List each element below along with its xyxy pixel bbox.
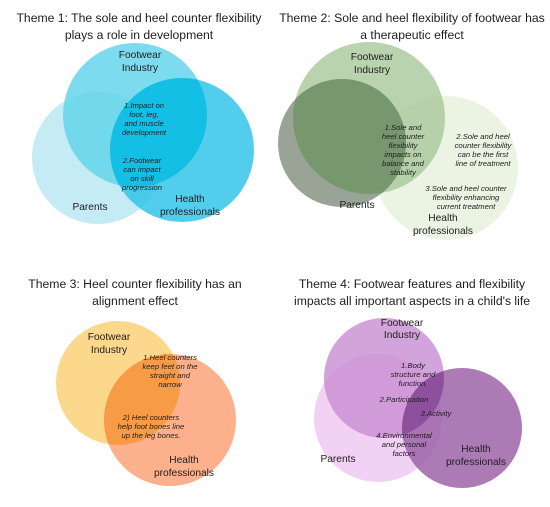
theme-4-title: Theme 4: Footwear features and flexibili… <box>293 277 531 308</box>
svg-text:4.Environmental: 4.Environmental <box>376 431 432 440</box>
svg-text:professionals: professionals <box>446 457 506 468</box>
theme-2-note-2: 2.Sole and heel counter flexibility can … <box>455 132 513 168</box>
svg-text:impacts on: impacts on <box>384 150 421 159</box>
theme-3-note-2: 2) Heel counters help foot bones line up… <box>118 413 185 440</box>
svg-text:current treatment: current treatment <box>437 202 496 211</box>
svg-text:heel counter: heel counter <box>382 132 425 141</box>
svg-text:development: development <box>122 128 167 137</box>
svg-text:2.Footwear: 2.Footwear <box>122 156 162 165</box>
svg-text:2.Sole and heel: 2.Sole and heel <box>455 132 510 141</box>
svg-text:flexibility enhancing: flexibility enhancing <box>433 193 500 202</box>
svg-text:professionals: professionals <box>160 207 220 218</box>
svg-text:up the leg bones.: up the leg bones. <box>122 431 181 440</box>
svg-text:2.Participation: 2.Participation <box>379 395 429 404</box>
svg-text:1.Body: 1.Body <box>401 361 426 370</box>
theme-3-note-1: 1.Heel counters keep feet on the straigh… <box>142 353 197 389</box>
theme-4-venn: Footwear Industry Parents Health profess… <box>314 318 522 488</box>
svg-text:Health: Health <box>461 444 490 455</box>
theme-4-note-3: 3.Activity <box>421 409 453 418</box>
svg-text:Industry: Industry <box>354 65 391 76</box>
theme-1-note-1: 1.Impact on foot, leg, and muscle develo… <box>122 101 167 137</box>
svg-text:Industry: Industry <box>122 63 159 74</box>
footwear-health-overlap <box>402 368 444 438</box>
svg-text:flexibility: flexibility <box>388 141 418 150</box>
svg-text:Industry: Industry <box>384 330 421 341</box>
svg-text:Parents: Parents <box>339 200 374 211</box>
svg-text:progression: progression <box>121 183 162 192</box>
svg-text:stability: stability <box>390 168 417 177</box>
svg-text:counter flexibility: counter flexibility <box>455 141 513 150</box>
svg-text:structure and: structure and <box>391 370 437 379</box>
svg-text:line of treatment: line of treatment <box>455 159 511 168</box>
svg-text:Parents: Parents <box>320 454 355 465</box>
svg-text:keep feet on the: keep feet on the <box>142 362 197 371</box>
footwear-industry-label: Footwear Industry <box>381 318 424 341</box>
theme-1-venn: Footwear Industry Parents Health profess… <box>32 43 254 224</box>
svg-text:balance and: balance and <box>382 159 425 168</box>
theme-4-note-2: 2.Participation <box>379 395 429 404</box>
svg-text:on skill: on skill <box>130 174 154 183</box>
svg-text:3.Activity: 3.Activity <box>421 409 453 418</box>
parents-label: Parents <box>72 202 107 213</box>
theme-4-note-1: 1.Body structure and function. <box>391 361 437 388</box>
theme-2-note-1: 1.Sole and heel counter flexibility impa… <box>382 123 425 177</box>
footwear-industry-label: Footwear Industry <box>119 50 162 74</box>
svg-text:Footwear: Footwear <box>351 52 394 63</box>
svg-text:can impact: can impact <box>123 165 161 174</box>
svg-text:Parents: Parents <box>72 202 107 213</box>
svg-text:professionals: professionals <box>154 468 214 479</box>
health-professionals-label: Health professionals <box>413 213 473 237</box>
svg-text:Health: Health <box>169 455 198 466</box>
footwear-industry-label: Footwear Industry <box>351 52 394 76</box>
parents-label: Parents <box>320 454 355 465</box>
health-professionals-label: Health professionals <box>154 455 214 479</box>
svg-text:1.Heel counters: 1.Heel counters <box>143 353 197 362</box>
svg-text:professionals: professionals <box>413 226 473 237</box>
theme-1-title: Theme 1: The sole and heel counter flexi… <box>16 11 262 42</box>
svg-text:function.: function. <box>398 379 427 388</box>
theme-3-title: Theme 3: Heel counter flexibility has an… <box>28 277 242 308</box>
svg-text:can be the first: can be the first <box>458 150 509 159</box>
svg-text:and personal: and personal <box>382 440 427 449</box>
footwear-health-overlap <box>110 78 207 187</box>
svg-text:Footwear: Footwear <box>119 50 162 61</box>
health-professionals-label: Health professionals <box>446 444 506 468</box>
health-professionals-label: Health professionals <box>160 194 220 218</box>
theme-2-note-3: 3.Sole and heel counter flexibility enha… <box>425 184 507 211</box>
svg-text:2) Heel counters: 2) Heel counters <box>122 413 180 422</box>
svg-text:3.Sole and heel counter: 3.Sole and heel counter <box>425 184 507 193</box>
svg-text:foot, leg,: foot, leg, <box>129 110 159 119</box>
svg-text:Footwear: Footwear <box>88 332 131 343</box>
svg-text:factors: factors <box>392 449 415 458</box>
svg-text:Health: Health <box>175 194 204 205</box>
theme-2-venn: Footwear Industry Parents Health profess… <box>278 42 518 240</box>
theme-4-note-4: 4.Environmental and personal factors <box>376 431 432 458</box>
theme-3-venn: Footwear Industry Health professionals 1… <box>56 321 236 486</box>
svg-text:narrow: narrow <box>158 380 182 389</box>
theme-1-note-2: 2.Footwear can impact on skill progressi… <box>121 156 162 192</box>
svg-text:Footwear: Footwear <box>381 318 424 329</box>
parents-label: Parents <box>339 200 374 211</box>
svg-text:1.Impact on: 1.Impact on <box>124 101 164 110</box>
svg-text:Industry: Industry <box>91 345 128 356</box>
footwear-industry-label: Footwear Industry <box>88 332 131 356</box>
svg-text:1.Sole and: 1.Sole and <box>385 123 422 132</box>
svg-text:Health: Health <box>428 213 457 224</box>
svg-text:straight and: straight and <box>150 371 191 380</box>
svg-text:help foot bones line: help foot bones line <box>118 422 185 431</box>
theme-2-title: Theme 2: Sole and heel flexibility of fo… <box>279 11 545 42</box>
svg-text:and muscle: and muscle <box>124 119 163 128</box>
